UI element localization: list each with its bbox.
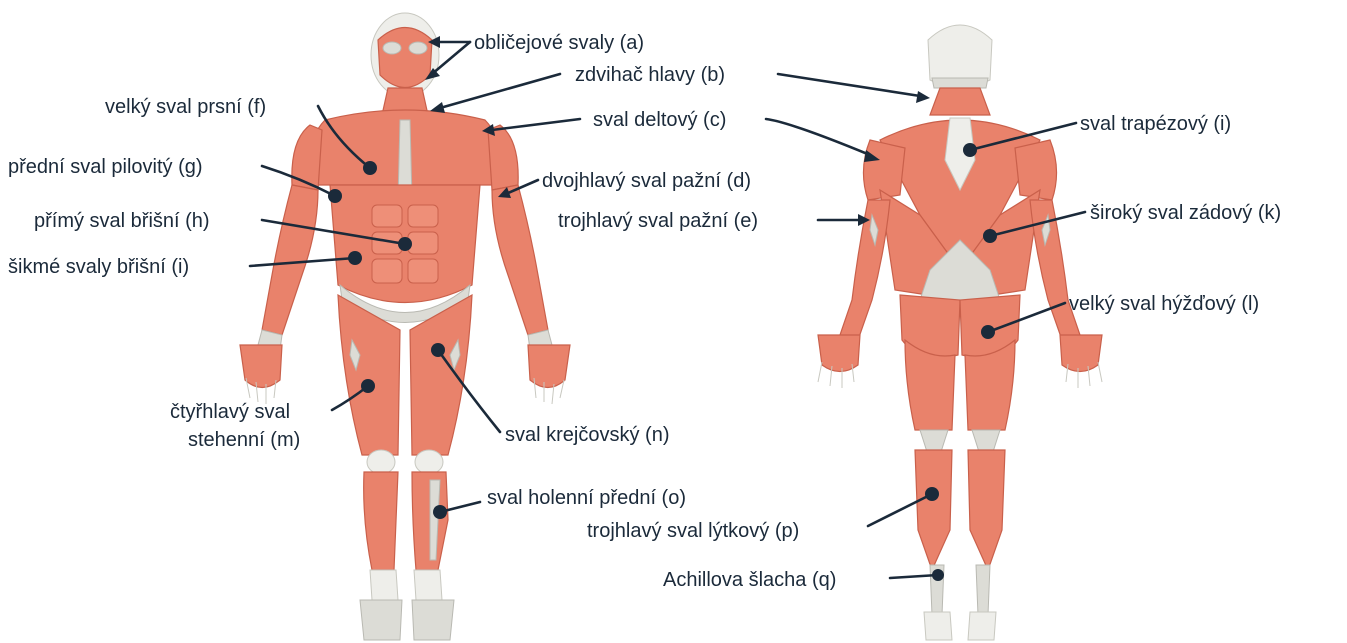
label-obliques: šikmé svaly břišní (i) — [8, 256, 189, 278]
front-figure — [240, 13, 570, 640]
label-quadriceps-line2: stehenní (m) — [188, 429, 300, 451]
back-figure — [818, 25, 1102, 640]
label-sartorius: sval krejčovský (n) — [505, 424, 669, 446]
label-triceps: trojhlavý sval pažní (e) — [558, 210, 758, 232]
label-quadriceps-line1: čtyřhlavý sval — [170, 401, 290, 423]
label-serratus-anterior: přední sval pilovitý (g) — [8, 156, 203, 178]
label-pectoralis-major: velký sval prsní (f) — [105, 96, 266, 118]
label-tibialis-anterior: sval holenní přední (o) — [487, 487, 686, 509]
label-achilles-tendon: Achillova šlacha (q) — [663, 569, 836, 591]
labels: obličejové svaly (a) zdvihač hlavy (b) s… — [8, 32, 1281, 591]
label-rectus-abdominis: přímý sval břišní (h) — [34, 210, 210, 232]
label-facial-muscles: obličejové svaly (a) — [474, 32, 644, 54]
label-biceps: dvojhlavý sval pažní (d) — [542, 170, 751, 192]
label-trapezius: sval trapézový (i) — [1080, 113, 1231, 135]
label-triceps-surae: trojhlavý sval lýtkový (p) — [587, 520, 799, 542]
label-latissimus-dorsi: široký sval zádový (k) — [1090, 202, 1281, 224]
label-gluteus-maximus: velký sval hýžďový (l) — [1069, 293, 1259, 315]
label-sternocleidomastoid: zdvihač hlavy (b) — [575, 64, 725, 86]
label-deltoid: sval deltový (c) — [593, 109, 726, 131]
